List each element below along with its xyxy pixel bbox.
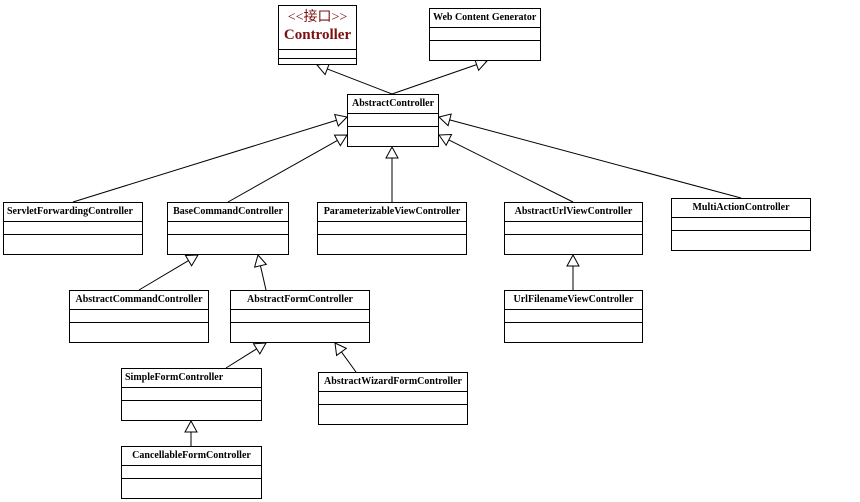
multi-action-to-abstract-controller-line <box>449 119 742 199</box>
operations-compartment <box>168 235 288 248</box>
servlet-forwarding-to-abstract-controller-line <box>72 119 337 203</box>
abstract-wizard-to-abstract-form-arrowhead <box>334 342 348 357</box>
operations-compartment <box>122 479 261 492</box>
class-name: SimpleFormController <box>122 369 261 388</box>
attributes-compartment <box>505 310 642 323</box>
abstract-url-view-to-abstract-controller-line <box>448 139 574 203</box>
operations-compartment <box>4 235 142 248</box>
abstract-form-to-base-command-line <box>259 265 267 291</box>
class-name: AbstractFormController <box>231 291 369 310</box>
abstract-command-controller-box[interactable]: AbstractCommandController <box>69 290 209 343</box>
interface-stereotype: <<接口>> <box>287 10 348 25</box>
class-name: ServletForwardingController <box>4 203 142 222</box>
web-content-generator-box[interactable]: Web Content Generator <box>429 8 541 61</box>
url-filename-view-controller-box[interactable]: UrlFilenameViewController <box>504 290 643 343</box>
attributes-compartment <box>319 392 467 405</box>
simple-form-controller-box[interactable]: SimpleFormController <box>121 368 262 421</box>
attributes-compartment <box>70 310 208 323</box>
base-command-to-abstract-controller-arrowhead <box>333 134 348 147</box>
abstract-wizard-form-controller-box[interactable]: AbstractWizardFormController <box>318 372 468 425</box>
abstract-url-view-to-abstract-controller-arrowhead <box>438 134 453 147</box>
operations-compartment <box>348 127 438 140</box>
class-name: Web Content Generator <box>430 9 540 28</box>
class-name: UrlFilenameViewController <box>505 291 642 310</box>
attributes-compartment <box>348 114 438 127</box>
interface-name: Controller <box>283 27 352 43</box>
simple-form-to-abstract-form-line <box>225 348 257 369</box>
class-name: AbstractController <box>348 95 438 114</box>
operations-compartment <box>505 235 642 248</box>
base-command-controller-box[interactable]: BaseCommandController <box>167 202 289 255</box>
class-name: MultiActionController <box>672 199 810 218</box>
abstract-controller-box[interactable]: AbstractController <box>347 94 439 147</box>
class-name: BaseCommandController <box>168 203 288 222</box>
abstract-command-to-base-command-line <box>138 260 189 291</box>
attributes-compartment <box>231 310 369 323</box>
cancellable-to-simple-form-arrowhead <box>184 419 198 433</box>
controller-interface-header: <<接口>> Controller <box>279 6 356 50</box>
class-name: CancellableFormController <box>122 447 261 466</box>
simple-form-to-abstract-form-arrowhead <box>252 342 267 355</box>
cancellable-form-controller-box[interactable]: CancellableFormController <box>121 446 262 499</box>
multi-action-controller-box[interactable]: MultiActionController <box>671 198 811 251</box>
abstract-form-to-base-command-arrowhead <box>253 253 268 268</box>
attributes-compartment <box>168 222 288 235</box>
servlet-forwarding-controller-box[interactable]: ServletForwardingController <box>3 202 143 255</box>
operations-compartment <box>231 323 369 336</box>
class-name: AbstractCommandController <box>70 291 208 310</box>
class-name: AbstractWizardFormController <box>319 373 467 392</box>
abstract-controller-to-controller-line <box>327 68 393 95</box>
operations-compartment <box>505 323 642 336</box>
operations-compartment <box>672 231 810 244</box>
attributes-compartment <box>279 50 356 59</box>
operations-compartment <box>70 323 208 336</box>
abstract-url-view-controller-box[interactable]: AbstractUrlViewController <box>504 202 643 255</box>
abstract-form-controller-box[interactable]: AbstractFormController <box>230 290 370 343</box>
attributes-compartment <box>672 218 810 231</box>
operations-compartment <box>122 401 261 414</box>
operations-compartment <box>318 235 466 248</box>
servlet-forwarding-to-abstract-controller-arrowhead <box>333 113 348 127</box>
operations-compartment <box>279 59 356 68</box>
class-name: ParameterizableViewController <box>318 203 466 222</box>
abstract-command-to-base-command-arrowhead <box>184 254 199 267</box>
operations-compartment <box>430 41 540 54</box>
attributes-compartment <box>4 222 142 235</box>
url-filename-to-abstract-url-view-arrowhead <box>566 253 580 267</box>
multi-action-to-abstract-controller-arrowhead <box>437 113 452 127</box>
abstract-wizard-to-abstract-form-line <box>341 351 357 373</box>
attributes-compartment <box>430 28 540 41</box>
base-command-to-abstract-controller-line <box>227 139 338 203</box>
parameterizable-view-to-abstract-controller-arrowhead <box>385 145 399 159</box>
operations-compartment <box>319 405 467 418</box>
class-name: AbstractUrlViewController <box>505 203 642 222</box>
attributes-compartment <box>505 222 642 235</box>
parameterizable-view-controller-box[interactable]: ParameterizableViewController <box>317 202 467 255</box>
attributes-compartment <box>122 388 261 401</box>
controller-interface-box[interactable]: <<接口>> Controller <box>278 5 357 65</box>
abstract-controller-to-web-content-generator-line <box>391 64 477 95</box>
attributes-compartment <box>122 466 261 479</box>
attributes-compartment <box>318 222 466 235</box>
